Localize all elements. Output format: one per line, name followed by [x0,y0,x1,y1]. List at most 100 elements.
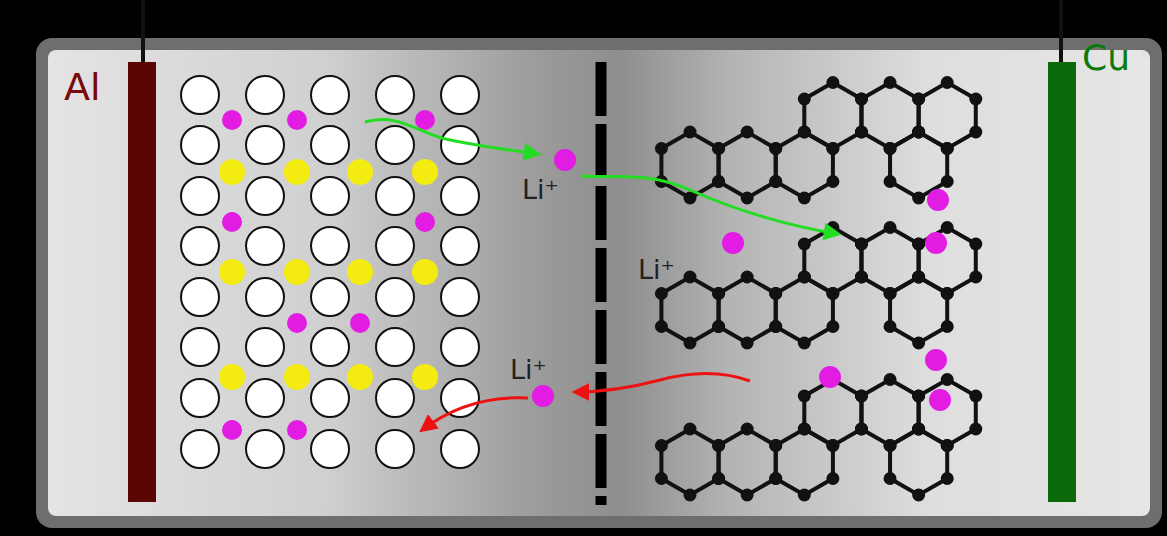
oxygen-sphere [246,227,284,265]
carbon-atom [855,126,868,139]
oxygen-sphere [376,126,414,164]
carbon-atom [941,439,954,452]
separator [596,62,607,505]
carbon-atom [912,423,925,436]
oxygen-sphere [441,76,479,114]
carbon-atom [798,489,811,502]
carbon-atom [884,439,897,452]
charge-arrow [365,120,538,154]
carbon-atom [941,439,954,452]
aluminium-collector [128,62,156,502]
carbon-atom [941,142,954,155]
lithium-ions [532,149,951,411]
oxygen-sphere [441,227,479,265]
carbon-atom [941,287,954,300]
carbon-atom [826,439,839,452]
carbon-ring [890,132,947,198]
carbon-atom [798,271,811,284]
carbon-atom [969,238,982,251]
carbon-atom [884,142,897,155]
metal-ion [347,259,373,285]
carbon-atom [655,287,668,300]
lithium-ion [415,212,435,232]
lithium-ion [819,366,841,388]
oxygen-sphere [376,379,414,417]
carbon-atom [912,489,925,502]
carbon-atom [741,423,754,436]
carbon-atom [855,238,868,251]
carbon-atom [884,439,897,452]
carbon-atom [826,175,839,188]
carbon-atom [855,271,868,284]
carbon-atom [769,472,782,485]
oxygen-sphere [181,328,219,366]
carbon-atom [912,126,925,139]
carbon-atom [712,472,725,485]
oxygen-sphere [246,177,284,215]
carbon-atom [855,423,868,436]
copper-collector [1048,62,1076,502]
lithium-ion [287,420,307,440]
carbon-atom [741,192,754,205]
carbon-atom [741,271,754,284]
carbon-atom [855,126,868,139]
oxygen-sphere [441,177,479,215]
oxygen-sphere [181,76,219,114]
carbon-atom [769,287,782,300]
oxygen-sphere [376,227,414,265]
carbon-atom [798,126,811,139]
oxygen-sphere [311,177,349,215]
carbon-atom [969,423,982,436]
carbon-atom [855,93,868,106]
carbon-ring [890,277,947,343]
carbon-atom [798,192,811,205]
carbon-atom [712,175,725,188]
wire [1059,0,1063,64]
carbon-atom [769,439,782,452]
lithium-ion [925,349,947,371]
carbon-atom [855,93,868,106]
carbon-atom [826,287,839,300]
carbon-atom [912,271,925,284]
carbon-atom [884,221,897,234]
lithium-ion [554,149,576,171]
lithium-ion [350,313,370,333]
metal-ion [219,364,245,390]
carbon-atom [884,373,897,386]
oxygen-sphere [181,379,219,417]
carbon-atom [941,320,954,333]
carbon-atom [655,142,668,155]
metal-ion [219,259,245,285]
carbon-atom [855,238,868,251]
oxygen-sphere [246,328,284,366]
carbon-atom [969,390,982,403]
carbon-atom [912,423,925,436]
carbon-atom [912,93,925,106]
oxygen-sphere [181,430,219,468]
carbon-atom [912,126,925,139]
oxygen-sphere [311,278,349,316]
lithium-ion [222,110,242,130]
carbon-atom [941,472,954,485]
carbon-atom [684,337,697,350]
carbon-atom [684,126,697,139]
carbon-atom [798,423,811,436]
carbon-atom [912,126,925,139]
ion-label: Li⁺ [522,176,559,203]
carbon-atom [712,439,725,452]
carbon-atom [941,142,954,155]
carbon-atom [912,390,925,403]
carbon-atom [712,287,725,300]
cell-casing [36,38,1162,528]
carbon-atom [884,287,897,300]
carbon-ring [661,277,718,343]
carbon-atom [712,472,725,485]
carbon-atom [855,271,868,284]
carbon-atom [912,238,925,251]
carbon-atom [741,126,754,139]
carbon-atom [769,439,782,452]
carbon-atom [712,142,725,155]
lithium-ion [287,313,307,333]
oxygen-sphere [441,328,479,366]
